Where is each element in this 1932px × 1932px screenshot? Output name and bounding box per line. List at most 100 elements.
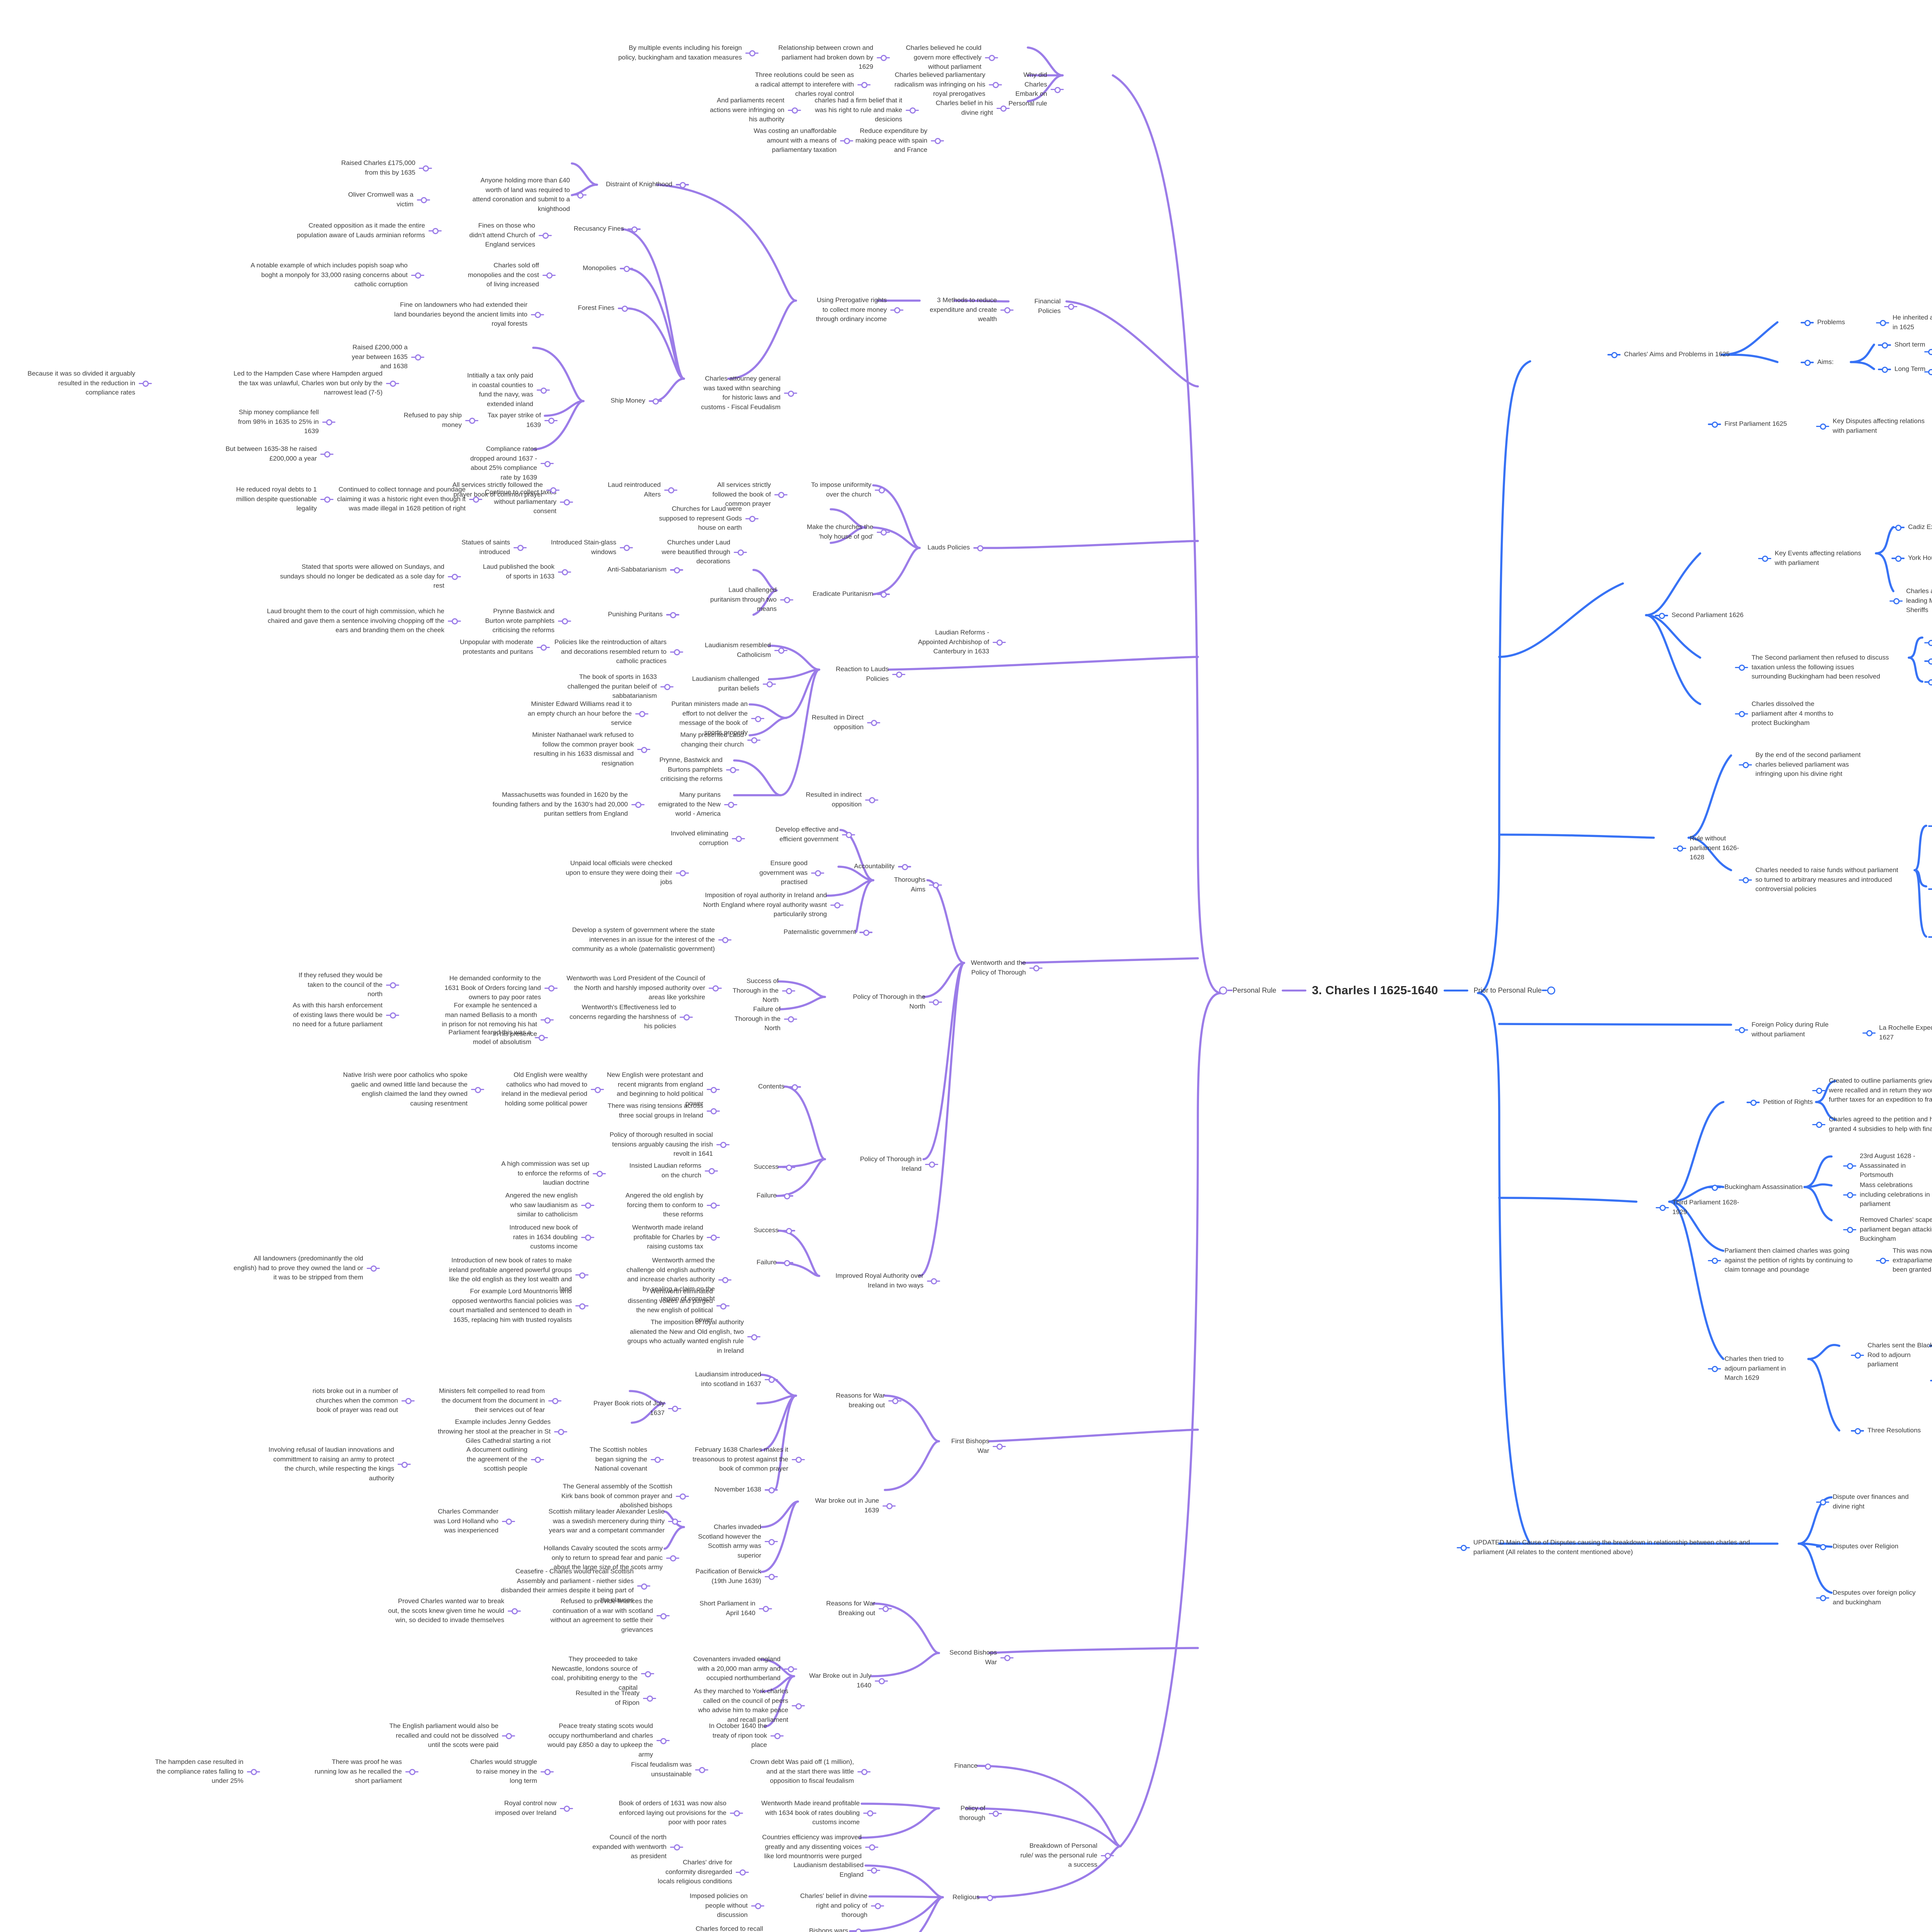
mindmap-node[interactable]: Royal control now imposed over Ireland [489, 1799, 573, 1818]
node-bullet-icon[interactable] [643, 1695, 656, 1702]
node-bullet-icon[interactable] [770, 1733, 784, 1740]
node-bullet-icon[interactable] [448, 618, 461, 625]
node-bullet-icon[interactable] [635, 711, 648, 718]
node-bullet-icon[interactable] [581, 1202, 594, 1209]
mindmap-node[interactable]: Make war with Spain - wanted revenge for… [1924, 337, 1932, 366]
node-bullet-icon[interactable] [322, 419, 335, 426]
node-bullet-icon[interactable] [641, 1670, 654, 1677]
node-bullet-icon[interactable] [541, 1017, 554, 1024]
mindmap-node[interactable]: Proved Charles wanted war to break out, … [386, 1597, 521, 1625]
mindmap-node[interactable]: Charles attourney general was taxed with… [699, 374, 797, 412]
node-bullet-icon[interactable] [852, 1928, 865, 1932]
node-bullet-icon[interactable] [877, 591, 890, 598]
mindmap-node[interactable]: Recusancy Fines [568, 224, 641, 234]
mindmap-node[interactable]: UPDATED Main Cause of Disputes causing t… [1457, 1538, 1779, 1557]
mindmap-node[interactable]: Failure [748, 1191, 793, 1201]
node-bullet-icon[interactable] [705, 1168, 718, 1175]
node-bullet-icon[interactable] [531, 311, 544, 318]
node-bullet-icon[interactable] [1000, 1655, 1014, 1662]
mindmap-node[interactable]: First Parliament 1625 [1708, 419, 1806, 429]
mindmap-node[interactable]: Was costing an unaffordable amount with … [744, 126, 853, 155]
right-branch-ring[interactable] [1547, 986, 1555, 995]
node-bullet-icon[interactable] [429, 228, 442, 235]
mindmap-node[interactable]: Foreign Policy during Rule without parli… [1735, 1020, 1844, 1039]
mindmap-node[interactable]: Involved eliminating corruption [653, 829, 745, 848]
mindmap-node[interactable]: Refused to provide finances the continua… [537, 1597, 670, 1635]
node-bullet-icon[interactable] [1816, 1499, 1829, 1506]
mindmap-node[interactable]: Short term [1878, 340, 1932, 350]
mindmap-node[interactable]: Charles agreed to the petition and he wa… [1812, 1115, 1932, 1134]
node-bullet-icon[interactable] [405, 1769, 418, 1776]
node-bullet-icon[interactable] [840, 138, 853, 145]
mindmap-node[interactable]: Book of orders of 1631 was now also enfo… [607, 1799, 743, 1827]
mindmap-node[interactable]: Rule without parliament 1626-1628 [1673, 834, 1744, 862]
node-bullet-icon[interactable] [469, 496, 482, 503]
mindmap-node[interactable]: Council of the north expanded with wentw… [591, 1833, 683, 1861]
mindmap-node[interactable]: Third Parliament 1628-1929 [1656, 1198, 1753, 1217]
mindmap-node[interactable]: Policy of Thorough in the North [840, 992, 942, 1011]
node-bullet-icon[interactable] [1708, 1366, 1721, 1372]
node-bullet-icon[interactable] [411, 354, 424, 361]
mindmap-node[interactable]: Fiscal feudalism was unsustainable [607, 1760, 708, 1779]
node-bullet-icon[interactable] [417, 197, 430, 204]
mindmap-node[interactable]: Breakdown of Personal rule/ was the pers… [1020, 1841, 1114, 1870]
mindmap-node[interactable]: Charles believed he could govern more ef… [900, 43, 998, 72]
node-bullet-icon[interactable] [649, 398, 662, 405]
mindmap-node[interactable]: Created opposition as it made the entire… [288, 221, 442, 240]
node-bullet-icon[interactable] [890, 307, 903, 314]
mindmap-node[interactable]: Contents [742, 1082, 801, 1092]
mindmap-node[interactable]: Success of Thorough in the North [732, 976, 795, 1005]
mindmap-node[interactable]: Laud reintroduced Alters [601, 480, 677, 499]
node-bullet-icon[interactable] [386, 982, 399, 989]
mindmap-node[interactable]: Raised Charles £175,000 from this by 163… [340, 158, 432, 177]
node-bullet-icon[interactable] [386, 380, 399, 387]
mindmap-node[interactable]: Failure [748, 1258, 793, 1267]
mindmap-node[interactable]: York House Conference [1891, 553, 1932, 563]
node-bullet-icon[interactable] [983, 1894, 996, 1901]
node-bullet-icon[interactable] [620, 544, 633, 551]
mindmap-node[interactable]: Arminianism [1924, 677, 1932, 687]
node-bullet-icon[interactable] [792, 1456, 805, 1463]
node-bullet-icon[interactable] [1816, 1595, 1829, 1602]
mindmap-node[interactable]: Minister Nathanael wark refused to follo… [526, 730, 650, 769]
mindmap-node[interactable]: Minister Edward Williams read it to an e… [526, 699, 648, 728]
node-bullet-icon[interactable] [541, 1769, 554, 1776]
node-bullet-icon[interactable] [1862, 1030, 1876, 1037]
node-bullet-icon[interactable] [401, 1398, 415, 1405]
node-bullet-icon[interactable] [320, 496, 333, 503]
mindmap-node[interactable]: Foreign policy [1924, 656, 1932, 666]
node-bullet-icon[interactable] [707, 1234, 720, 1241]
mindmap-node[interactable]: Charles' drive for conformity disregarde… [651, 1858, 749, 1886]
mindmap-node[interactable]: Charles belief in his divine right [920, 99, 1010, 117]
node-bullet-icon[interactable] [707, 1108, 720, 1115]
node-bullet-icon[interactable] [734, 549, 747, 556]
mindmap-node[interactable]: riots broke out in a number of churches … [301, 1386, 415, 1415]
mindmap-node[interactable]: Pacification of Berwick (19th June 1639) [692, 1567, 778, 1586]
mindmap-node[interactable]: Laudian Reforms - Appointed Archbishop o… [916, 628, 1006, 656]
node-bullet-icon[interactable] [676, 870, 689, 877]
node-bullet-icon[interactable] [993, 639, 1006, 646]
node-bullet-icon[interactable] [448, 573, 461, 580]
node-bullet-icon[interactable] [782, 1164, 795, 1171]
mindmap-node[interactable]: New English were protestant and recent m… [607, 1070, 720, 1109]
node-bullet-icon[interactable] [718, 1277, 731, 1284]
node-bullet-icon[interactable] [628, 226, 641, 233]
mindmap-node[interactable]: Policy of thorough [935, 1804, 1002, 1823]
node-bullet-icon[interactable] [668, 1518, 681, 1525]
mindmap-node[interactable]: Laudianism challenged puritan beliefs [692, 674, 776, 693]
mindmap-node[interactable]: Anti-Sabbatarianism [605, 565, 683, 575]
mindmap-node[interactable]: Resulted in the Treaty of Ripon [572, 1689, 656, 1708]
node-bullet-icon[interactable] [784, 390, 797, 397]
mindmap-node[interactable]: In October 1640 the treaty of ripon took… [696, 1721, 784, 1750]
mindmap-node[interactable]: Wanted to assert his divine right to rul… [1924, 362, 1932, 381]
mindmap-node[interactable]: Reaction to Lauds Policies [819, 665, 905, 684]
node-bullet-icon[interactable] [788, 107, 801, 114]
node-bullet-icon[interactable] [620, 265, 633, 272]
mindmap-node[interactable]: To impose uniformity over the church [804, 480, 888, 499]
node-bullet-icon[interactable] [782, 1227, 795, 1234]
mindmap-node[interactable]: Oliver Cromwell was a victim [340, 190, 430, 209]
mindmap-node[interactable]: Aims: [1801, 357, 1852, 367]
left-branch-ring[interactable] [1219, 986, 1227, 995]
mindmap-node[interactable]: Laudiansim introduced into scotland in 1… [692, 1370, 778, 1389]
node-bullet-icon[interactable] [811, 870, 824, 877]
